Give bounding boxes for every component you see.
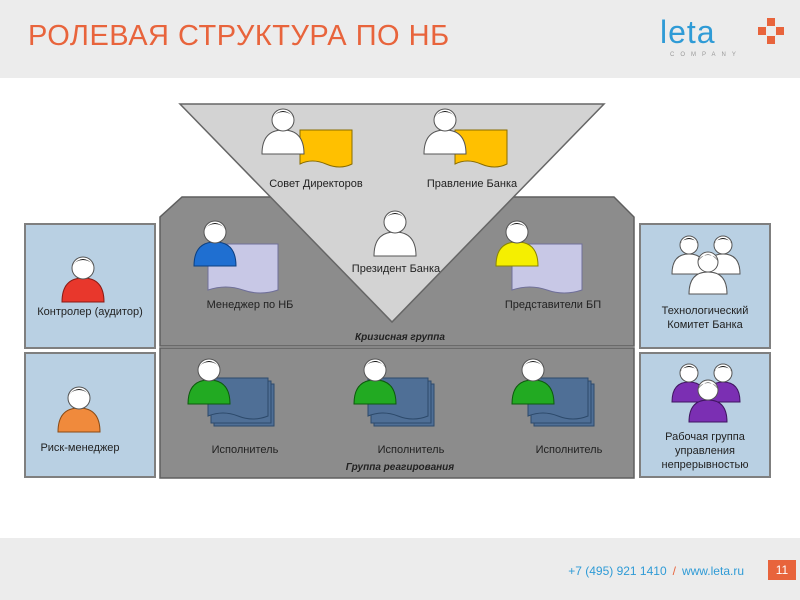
president-person-icon: [373, 210, 417, 257]
management-label: Правление Банка: [426, 178, 518, 190]
footer-bar: [0, 538, 800, 600]
logo-subtitle: COMPANY: [670, 52, 742, 58]
bp-person-icon: [495, 220, 539, 267]
work-group-label: Рабочая группа управления непрерывностью: [661, 431, 749, 471]
president-label: Президент Банка: [351, 263, 441, 275]
manager-label: Менеджер по НБ: [206, 299, 294, 311]
executor1-label: Исполнитель: [211, 444, 279, 456]
manager-person-icon: [193, 220, 237, 267]
header-bar: [0, 0, 800, 78]
risk-person-icon: [57, 386, 101, 433]
bp-label: Представители БП: [504, 299, 602, 311]
logo-wordmark: leta: [660, 14, 716, 50]
crisis-group-label: Кризисная группа: [355, 332, 445, 343]
executor1-person-icon: [187, 358, 231, 405]
work-group-box: [639, 352, 771, 478]
tech-committee-people-icon: [671, 235, 741, 295]
board-person-icon: [261, 108, 305, 155]
phone-number: +7 (495) 921 1410: [568, 564, 667, 578]
response-group-label: Группа реагирования: [345, 462, 455, 473]
board-document-icon: [299, 129, 353, 168]
footer-separator: /: [672, 564, 676, 578]
website-link[interactable]: www.leta.ru: [681, 564, 744, 578]
tech-committee-label: Технологический Комитет Банка: [661, 305, 749, 331]
footer-contacts: +7 (495) 921 1410 / www.leta.ru: [568, 564, 744, 578]
management-person-icon: [423, 108, 467, 155]
board-label: Совет Директоров: [269, 178, 363, 190]
executor2-person-icon: [353, 358, 397, 405]
executor2-label: Исполнитель: [377, 444, 445, 456]
executor3-person-icon: [511, 358, 555, 405]
executor3-label: Исполнитель: [535, 444, 603, 456]
page-number: 11: [768, 560, 796, 580]
controller-label: Контролер (аудитор): [37, 306, 143, 318]
page-title: РОЛЕВАЯ СТРУКТУРА ПО НБ: [28, 20, 450, 52]
work-group-people-icon: [671, 363, 741, 423]
logo-plus-icon: [758, 18, 784, 44]
company-logo: leta COMPANY: [660, 14, 784, 64]
controller-person-icon: [61, 256, 105, 303]
risk-label: Риск-менеджер: [40, 442, 120, 454]
